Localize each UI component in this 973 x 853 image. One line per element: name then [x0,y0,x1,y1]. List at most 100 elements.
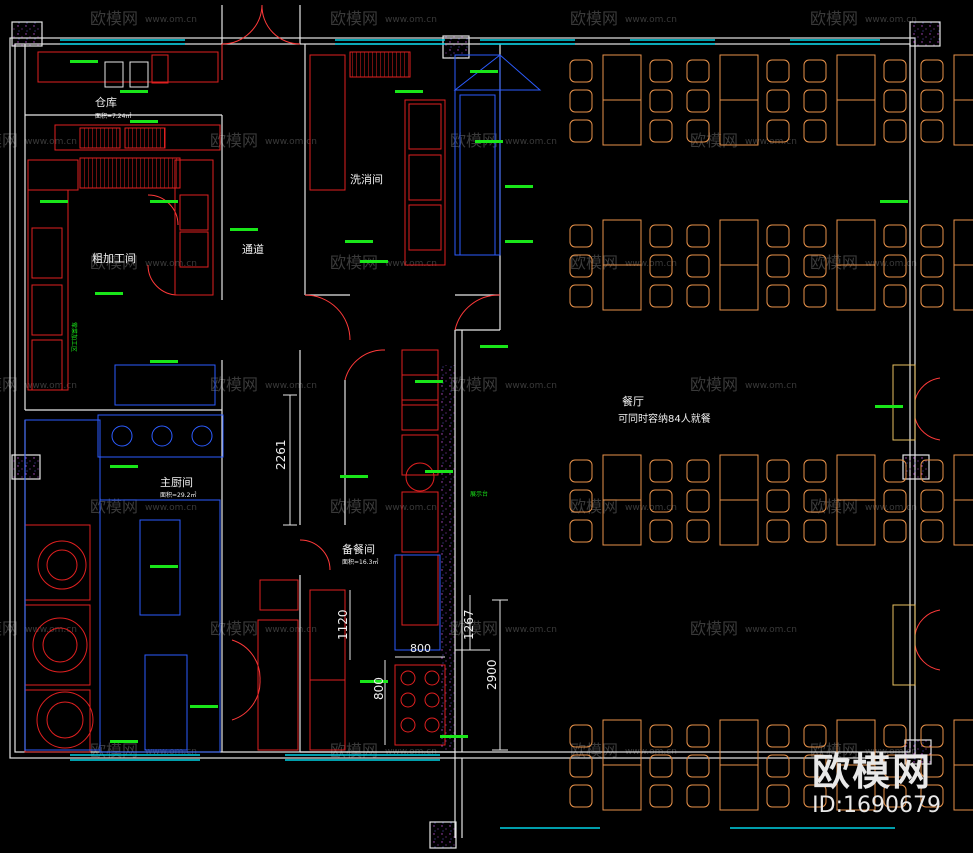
dining-chair [649,489,673,513]
dining-chair [569,754,593,778]
dining-table [602,499,642,546]
dining-chair [803,59,827,83]
dining-chair [686,89,710,113]
dining-chair [649,724,673,748]
dining-chair [920,254,944,278]
label-corridor: 通道 [242,242,264,256]
dining-chair [766,489,790,513]
dining-chair [883,119,907,143]
dining-chair [803,284,827,308]
dining-chair [766,724,790,748]
dining-chair [920,754,944,778]
dining-chair [883,89,907,113]
watermark-brand: 欧模网 [690,131,738,150]
dining-chair [766,119,790,143]
dining-chair [766,89,790,113]
dining-chair [649,254,673,278]
dining-table [836,499,876,546]
watermark-site: www.om.cn [145,15,197,25]
dining-chair [649,519,673,543]
watermark-site: www.om.cn [385,259,437,269]
dining-chair [803,784,827,808]
dining-chair [766,459,790,483]
watermark-brand: 欧模网 [570,253,618,272]
dining-chair [649,284,673,308]
watermark-site: www.om.cn [625,15,677,25]
dining-chair [920,284,944,308]
dining-table [953,99,973,146]
dining-table [953,454,973,501]
watermark-brand: 欧模网 [810,497,858,516]
equipment-note-mark [345,240,373,243]
equipment-note-mark [505,185,533,188]
dining-table [602,764,642,811]
equipment-note-mark [70,60,98,63]
dim-1267: 1267 [462,609,476,640]
equipment-note-mark [880,200,908,203]
dining-chair [803,224,827,248]
dining-chair [803,89,827,113]
dining-table [953,54,973,101]
label-display: 展示台 [470,490,488,498]
watermark-brand: 欧模网 [330,253,378,272]
watermark-brand: 欧模网 [0,131,18,150]
kitchen-equipment-blue [24,54,542,753]
equipment-note-mark [360,680,388,683]
dining-chair [649,59,673,83]
room-labels: 仓库 面积=7.24㎡ 粗加工间 通道 洗消间 主厨间 面积=29.2㎡ 备餐间… [92,95,711,566]
dining-chair [883,724,907,748]
dining-chair [686,119,710,143]
label-storage-area: 面积=7.24㎡ [95,112,131,120]
dining-chair [803,724,827,748]
dining-chair [569,459,593,483]
watermark-brand: 欧模网 [450,131,498,150]
watermark-site: www.om.cn [505,625,557,635]
dining-chair [686,254,710,278]
watermark-site: www.om.cn [505,137,557,147]
dining-chair [649,459,673,483]
dining-table [602,454,642,501]
watermark-brand: 欧模网 [570,9,618,28]
dining-table [719,264,759,311]
dining-chair [883,59,907,83]
dining-chair [883,489,907,513]
equipment-note-mark [110,740,138,743]
equipment-note-mark [190,705,218,708]
dining-table [836,454,876,501]
dining-chair [686,459,710,483]
dining-table [719,99,759,146]
dining-chair [569,784,593,808]
label-storage: 仓库 [95,95,117,109]
doors [147,4,941,721]
watermark-brand: 欧模网 [570,741,618,760]
watermark-brand: 欧模网 [90,9,138,28]
watermark-site: www.om.cn [745,625,797,635]
brand-id: ID:1690679 [812,793,941,818]
watermark-site: www.om.cn [265,381,317,391]
dimension-lines [283,394,508,751]
watermark-site: www.om.cn [265,137,317,147]
dining-chair [569,519,593,543]
dining-chair [920,224,944,248]
dining-chair [569,119,593,143]
dining-table [719,219,759,266]
dim-2261: 2261 [274,439,288,470]
dining-table [719,499,759,546]
dining-chair [569,254,593,278]
dining-table [953,264,973,311]
dining-chair [686,59,710,83]
watermark-brand: 欧模网 [0,619,18,638]
dining-chair [569,89,593,113]
windows [60,39,895,829]
label-main-kitchen-area: 面积=29.2㎡ [160,491,196,499]
dining-chair [766,284,790,308]
brand-stamp: 欧模网 ID:1690679 [812,752,941,820]
dining-table [719,54,759,101]
equipment-note-mark [505,240,533,243]
brand-logo: 欧模网 [812,750,933,794]
dim-800-horizontal: 800 [410,642,431,655]
dining-chair [803,754,827,778]
equipment-note-mark [425,470,453,473]
watermark-site: www.om.cn [385,15,437,25]
